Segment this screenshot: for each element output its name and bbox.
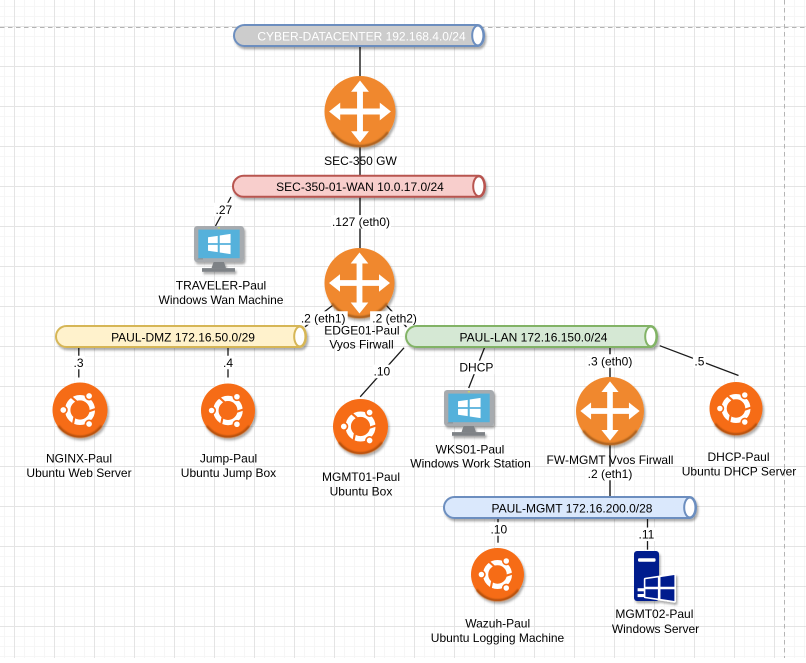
svg-text:Windows Wan Machine: Windows Wan Machine xyxy=(159,293,284,307)
svg-text:.127 (eth0): .127 (eth0) xyxy=(332,215,390,229)
svg-text:Ubuntu Logging Machine: Ubuntu Logging Machine xyxy=(431,631,565,645)
svg-text:.10: .10 xyxy=(374,365,391,379)
svg-text:.10: .10 xyxy=(490,522,507,536)
svg-text:.2 (eth2): .2 (eth2) xyxy=(372,311,417,325)
svg-text:PAUL-LAN 172.16.150.0/24: PAUL-LAN 172.16.150.0/24 xyxy=(460,330,608,344)
svg-text:PAUL-DMZ 172.16.50.0/29: PAUL-DMZ 172.16.50.0/29 xyxy=(111,330,255,344)
svg-text:WKS01-Paul: WKS01-Paul xyxy=(436,442,505,456)
svg-text:.2 (eth1): .2 (eth1) xyxy=(301,311,346,325)
svg-text:.11: .11 xyxy=(639,528,655,542)
svg-text:TRAVELER-Paul: TRAVELER-Paul xyxy=(176,278,266,292)
svg-text:Jump-Paul: Jump-Paul xyxy=(200,452,257,466)
svg-text:SEC-350 GW: SEC-350 GW xyxy=(324,154,397,168)
svg-text:.3 (eth0): .3 (eth0) xyxy=(588,354,633,368)
svg-text:SEC-350-01-WAN 10.0.17.0/24: SEC-350-01-WAN 10.0.17.0/24 xyxy=(276,180,444,194)
svg-text:.4: .4 xyxy=(223,356,233,370)
svg-text:Vyos Firwall: Vyos Firwall xyxy=(329,338,393,352)
svg-text:.5: .5 xyxy=(694,355,704,369)
svg-text:Windows Work Station: Windows Work Station xyxy=(410,457,531,471)
svg-text:NGINX-Paul: NGINX-Paul xyxy=(46,452,112,466)
svg-text:MGMT01-Paul: MGMT01-Paul xyxy=(322,470,400,484)
svg-text:PAUL-MGMT 172.16.200.0/28: PAUL-MGMT 172.16.200.0/28 xyxy=(492,501,653,515)
svg-text:FW-MGMT Vvos Firwall: FW-MGMT Vvos Firwall xyxy=(547,453,674,467)
svg-text:Ubuntu Web Server: Ubuntu Web Server xyxy=(26,466,131,480)
svg-text:Ubuntu DHCP Server: Ubuntu DHCP Server xyxy=(682,464,797,478)
svg-text:.3: .3 xyxy=(73,356,83,370)
svg-text:EDGE01-Paul: EDGE01-Paul xyxy=(324,324,399,338)
svg-text:CYBER-DATACENTER 192.168.4.0/2: CYBER-DATACENTER 192.168.4.0/24 xyxy=(257,29,466,43)
svg-text:Wazuh-Paul: Wazuh-Paul xyxy=(465,617,530,631)
svg-text:MGMT02-Paul: MGMT02-Paul xyxy=(615,607,693,621)
svg-text:Windows Server: Windows Server xyxy=(612,622,699,636)
svg-text:Ubuntu Jump Box: Ubuntu Jump Box xyxy=(181,466,276,480)
svg-text:DHCP-Paul: DHCP-Paul xyxy=(707,450,769,464)
svg-text:.2 (eth1): .2 (eth1) xyxy=(588,467,633,481)
svg-text:Ubuntu Box: Ubuntu Box xyxy=(330,485,393,499)
svg-text:.27: .27 xyxy=(216,203,233,217)
svg-text:DHCP: DHCP xyxy=(459,361,493,375)
